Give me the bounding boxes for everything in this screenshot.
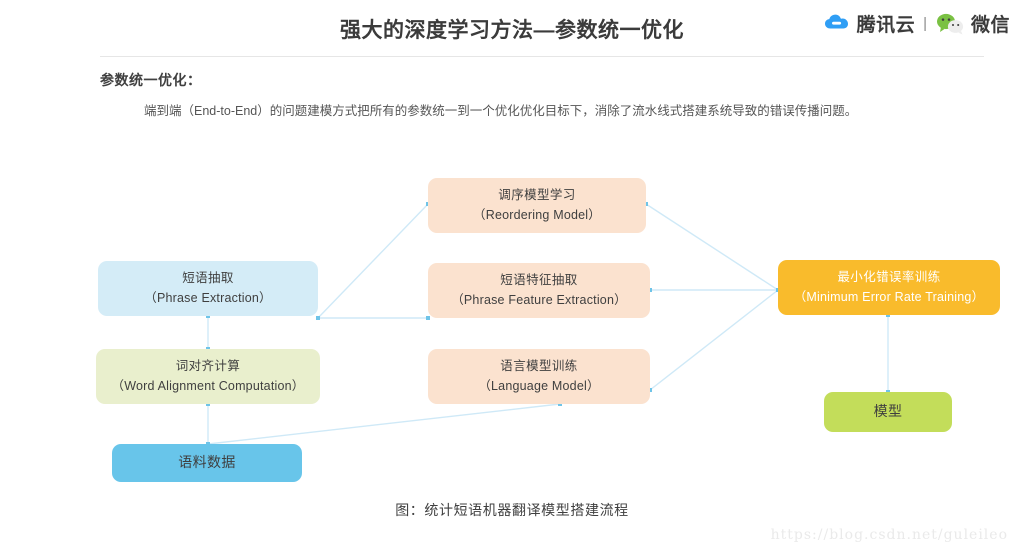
edge-endpoint-marker bbox=[648, 288, 652, 292]
edge-language-model-to-mert bbox=[649, 289, 779, 391]
node-label-en: （Minimum Error Rate Training） bbox=[793, 289, 985, 304]
edge-reordering-to-mert bbox=[645, 203, 779, 291]
node-label-cn: 调序模型学习 bbox=[498, 188, 576, 203]
node-label-cn: 模型 bbox=[873, 403, 903, 420]
node-label-en: （Phrase Feature Extraction） bbox=[451, 292, 627, 307]
flowchart-node-mert: 最小化错误率训练 （Minimum Error Rate Training） bbox=[778, 260, 1000, 315]
flowchart-node-model: 模型 bbox=[824, 392, 952, 432]
watermark: https://blog.csdn.net/guleileo bbox=[770, 527, 1008, 543]
figure-caption: 图：统计短语机器翻译模型搭建流程 bbox=[395, 502, 629, 518]
header-divider bbox=[100, 56, 984, 57]
node-label-cn: 语料数据 bbox=[178, 454, 236, 471]
edge-endpoint-marker bbox=[316, 316, 320, 320]
edge-endpoint-marker bbox=[206, 402, 210, 406]
wechat-label: 微信 bbox=[970, 15, 1010, 36]
flowchart-node-language-model: 语言模型训练 （Language Model） bbox=[428, 349, 650, 404]
node-label-cn: 最小化错误率训练 bbox=[837, 270, 941, 285]
edge-corpus-to-language-model bbox=[207, 403, 561, 445]
edge-endpoint-marker bbox=[206, 314, 210, 318]
flowchart-node-phrase-extraction: 短语抽取 （Phrase Extraction） bbox=[98, 261, 318, 316]
node-label-en: （Reordering Model） bbox=[473, 207, 601, 222]
edge-endpoint-marker bbox=[426, 316, 430, 320]
node-label-en: （Word Alignment Computation） bbox=[111, 378, 305, 393]
section-body-text: 端到端（End-to-End）的问题建模方式把所有的参数统一到一个优化优化目标下… bbox=[144, 104, 858, 118]
node-label-cn: 短语抽取 bbox=[182, 271, 234, 286]
flowchart-node-word-alignment: 词对齐计算 （Word Alignment Computation） bbox=[96, 349, 320, 404]
flowchart-node-phrase-feature-extraction: 短语特征抽取 （Phrase Feature Extraction） bbox=[428, 263, 650, 318]
flowchart-node-reordering: 调序模型学习 （Reordering Model） bbox=[428, 178, 646, 233]
edge-phrase-extraction-to-reordering bbox=[317, 203, 429, 319]
node-label-en: （Language Model） bbox=[478, 378, 600, 393]
edge-endpoint-marker bbox=[648, 388, 652, 392]
wechat-icon bbox=[935, 13, 965, 35]
node-label-cn: 短语特征抽取 bbox=[500, 273, 578, 288]
node-label-cn: 词对齐计算 bbox=[175, 359, 241, 374]
tencent-cloud-icon bbox=[824, 14, 851, 34]
section-heading: 参数统一优化： bbox=[100, 72, 202, 88]
edge-endpoint-marker bbox=[558, 402, 562, 406]
brand-separator: | bbox=[923, 15, 927, 32]
edge-endpoint-marker bbox=[644, 202, 648, 206]
node-label-en: （Phrase Extraction） bbox=[144, 290, 272, 305]
page-title: 强大的深度学习方法—参数统一优化 bbox=[340, 19, 684, 42]
edge-endpoint-marker bbox=[886, 313, 890, 317]
brand-bar: 腾讯云 | 微信 bbox=[824, 10, 1010, 37]
node-label-cn: 语言模型训练 bbox=[500, 359, 578, 374]
flowchart-node-corpus: 语料数据 bbox=[112, 444, 302, 482]
tencent-cloud-label: 腾讯云 bbox=[856, 15, 916, 36]
page-header: 强大的深度学习方法—参数统一优化 腾讯云 | 微信 bbox=[0, 0, 1024, 56]
